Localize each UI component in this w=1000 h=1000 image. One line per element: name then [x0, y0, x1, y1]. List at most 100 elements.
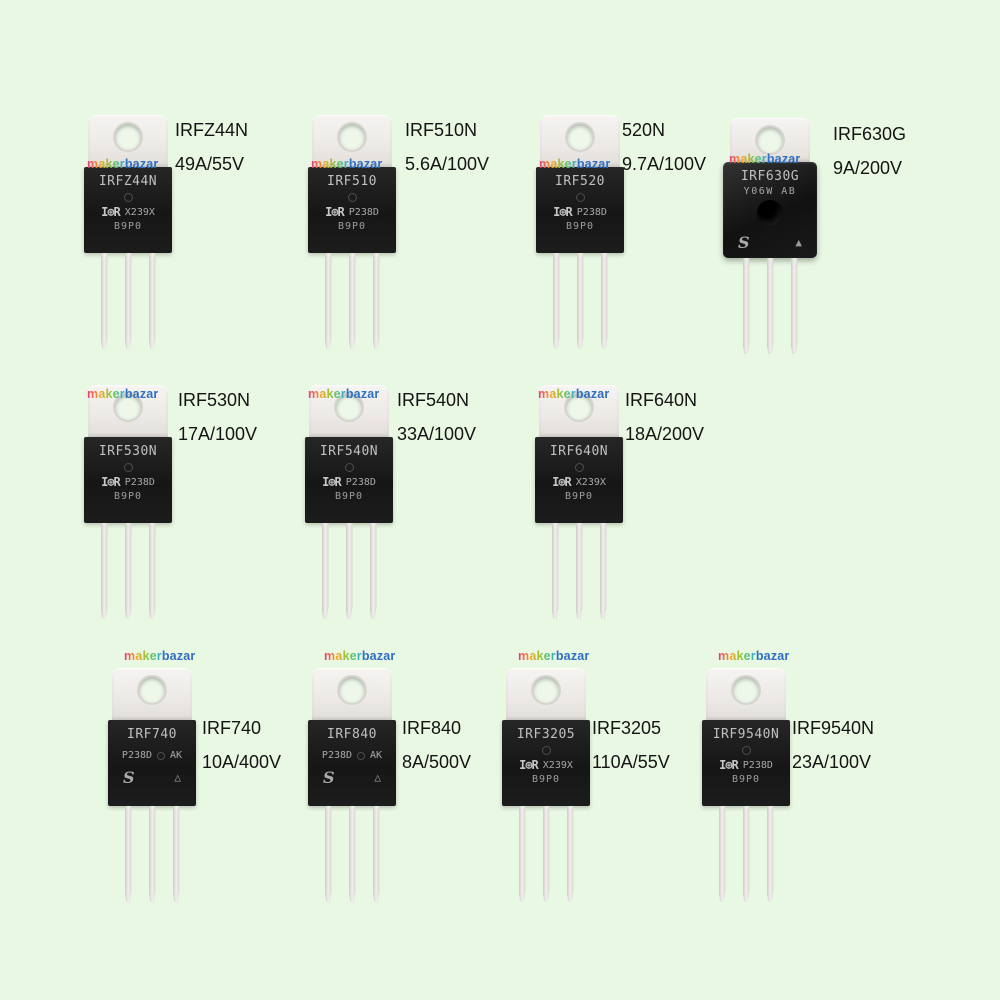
lead [348, 806, 356, 902]
leads [726, 258, 814, 354]
mold-dimple [357, 751, 366, 760]
watermark-maker: maker [539, 157, 577, 171]
mold-dimple [344, 463, 354, 472]
watermark-bazar: bazar [575, 387, 610, 401]
watermark-bazar: bazar [124, 387, 159, 401]
ir-logo: I⊕R [719, 758, 739, 772]
lead [718, 806, 726, 902]
mounting-hole [336, 394, 362, 420]
chip-batch-code: B9P0 [113, 491, 143, 502]
lead [172, 806, 180, 902]
mounting-hole [139, 677, 165, 703]
mold-dimple [575, 193, 585, 202]
mounting-hole [339, 677, 365, 703]
lead [542, 806, 550, 902]
mounting-hole [115, 394, 141, 420]
leads [308, 806, 396, 902]
leads [84, 253, 172, 349]
part-name-label: IRF3205 [592, 718, 662, 738]
watermark-maker: maker [518, 649, 556, 663]
lead [372, 253, 380, 349]
mounting-tab [112, 668, 192, 720]
lead [324, 253, 332, 349]
part-spec-label: 17A/100V [178, 424, 258, 444]
part-spec-label: 9A/200V [833, 158, 903, 178]
lead [124, 806, 132, 902]
watermark-bazar: bazar [555, 649, 590, 663]
s-logo: S [323, 768, 335, 787]
mounting-hole [566, 394, 592, 420]
chip-date-code: X239X [124, 206, 155, 218]
lead [575, 523, 583, 619]
lead [148, 253, 156, 349]
leads [305, 523, 393, 619]
part-spec-label: 23A/100V [792, 752, 872, 772]
mold-dimple [123, 463, 133, 472]
part-name-label: IRF510N [405, 120, 478, 140]
leads [702, 806, 790, 902]
product-label: IRF510N 5.6A/100V [405, 120, 489, 175]
part-spec-label: 5.6A/100V [405, 154, 490, 174]
molded-hole [757, 200, 783, 226]
product-label: IRF530N 17A/100V [178, 390, 257, 445]
chip-body: IRF630G Y06W AB S▲ [723, 162, 817, 258]
chip-date-code: P238D [124, 476, 155, 488]
chip-part-number: IRF3205 [516, 727, 576, 742]
mounting-hole [115, 124, 141, 150]
chip-date-code: X239X [575, 476, 606, 488]
lead [766, 806, 774, 902]
part-name-label: IRFZ44N [175, 120, 249, 140]
chip-batch-code: B9P0 [565, 221, 595, 232]
chip-batch-code: B9P0 [334, 491, 364, 502]
mounting-hole [567, 124, 593, 150]
lead [345, 523, 353, 619]
makerbazar-watermark: makerbazar [729, 152, 801, 166]
mounting-hole [733, 677, 759, 703]
chip-part-number: IRF640N [549, 444, 609, 459]
leads [108, 806, 196, 902]
leads [84, 523, 172, 619]
chip-date-code: P238D [121, 750, 153, 761]
lead [576, 253, 584, 349]
makerbazar-watermark: makerbazar [718, 649, 790, 663]
lead [124, 253, 132, 349]
part-spec-label: 18A/200V [625, 424, 705, 444]
chip-batch-code: B9P0 [531, 774, 561, 785]
part-spec-label: 110A/55V [592, 752, 670, 772]
chip-subline: Y06W AB [743, 186, 797, 197]
chip-part-number: IRF530N [98, 444, 158, 459]
watermark-bazar: bazar [755, 649, 790, 663]
chip-part-number: IRF540N [319, 444, 379, 459]
leads [308, 253, 396, 349]
chip-footer: S△ [108, 768, 196, 787]
chip-pin-code: AK [370, 750, 383, 761]
s-logo: S [123, 768, 135, 787]
lead [148, 523, 156, 619]
watermark-maker: maker [718, 649, 756, 663]
ir-logo: I⊕R [552, 475, 572, 489]
watermark-maker: maker [124, 649, 162, 663]
chip-part-number: IRF520 [555, 174, 605, 189]
mold-dimple [574, 463, 584, 472]
makerbazar-watermark: makerbazar [87, 387, 159, 401]
ir-logo: I⊕R [322, 475, 342, 489]
lead [742, 258, 750, 354]
part-name-label: 520N [622, 120, 666, 140]
makerbazar-watermark: makerbazar [324, 649, 396, 663]
ir-logo: I⊕R [325, 205, 345, 219]
part-name-label: IRF540N [397, 390, 470, 410]
part-name-label: IRF530N [178, 390, 251, 410]
lead [100, 253, 108, 349]
